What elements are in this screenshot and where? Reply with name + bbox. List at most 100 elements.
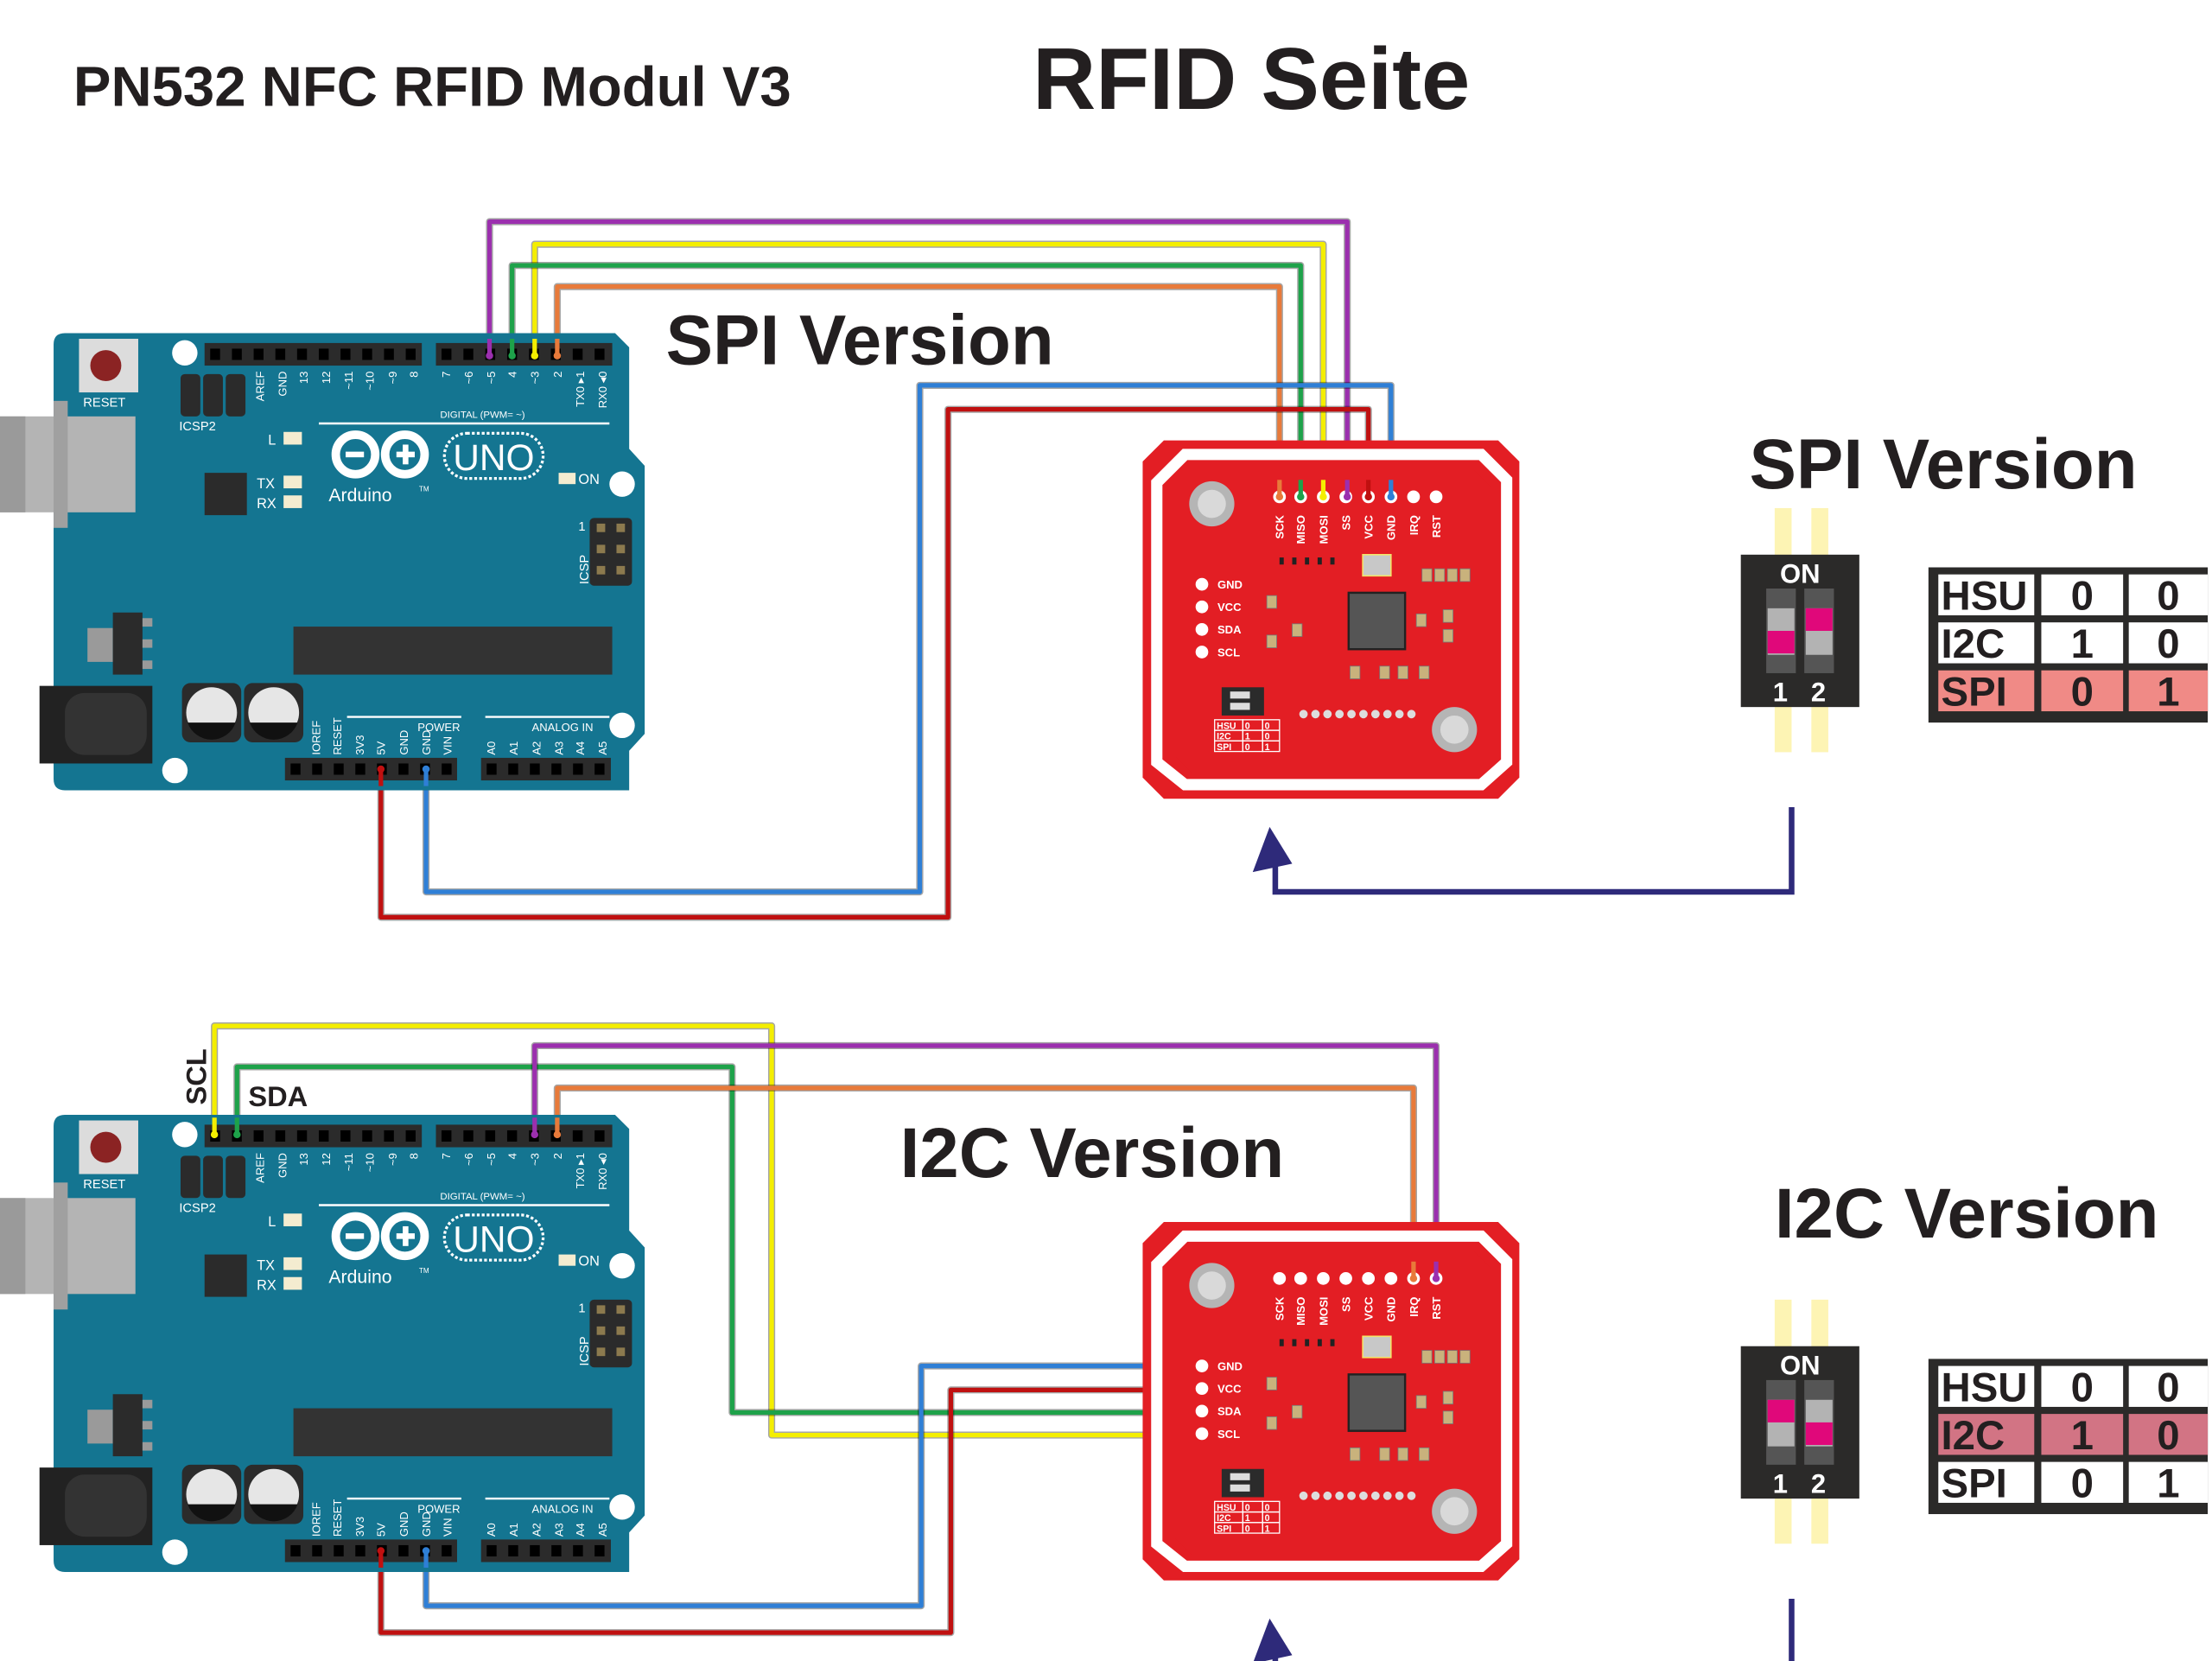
- power-pin-label: 3V3: [353, 1517, 366, 1537]
- header-pin: [463, 1130, 474, 1142]
- dip-switch-1[interactable]: [1766, 589, 1796, 673]
- digital-pin-label: ~9: [386, 1153, 399, 1166]
- arrow-line: [1272, 807, 1795, 895]
- arduino-board: [54, 333, 645, 791]
- header-pin: [384, 1130, 394, 1142]
- power-header: [284, 757, 457, 781]
- mini-table-cell: 1: [1245, 1513, 1250, 1524]
- wire-vcc-red: [378, 407, 1371, 920]
- table-cell: SPI: [1942, 1461, 2007, 1506]
- pn532-chip: [1347, 1373, 1407, 1432]
- header-pin: [334, 1544, 344, 1556]
- switch-number: 1: [1773, 678, 1788, 708]
- power-pin-label: VIN: [441, 1518, 454, 1537]
- tm-label: TM: [419, 485, 429, 493]
- top-pin-label: GND: [1385, 515, 1398, 540]
- digital-pin-label: ~5: [485, 1153, 498, 1166]
- uno-label: UNO: [453, 1219, 534, 1259]
- test-pad: [1370, 710, 1380, 719]
- digital-pin-label: 8: [407, 1153, 420, 1159]
- digital-header-right: [435, 342, 613, 366]
- header-pin: [232, 348, 242, 360]
- test-pad: [1359, 710, 1368, 719]
- wire-miso-green: [510, 263, 1303, 497]
- dip-switch-2[interactable]: [1804, 1379, 1834, 1465]
- smd-component: [1446, 1350, 1458, 1364]
- uno-badge: [442, 1213, 545, 1262]
- icsp-pin1-label: 1: [578, 520, 585, 534]
- test-pad: [1395, 710, 1404, 719]
- smd-component: [1350, 665, 1361, 679]
- smd-component: [1446, 568, 1458, 582]
- digital-pin-label: TX0 ▸1: [574, 1153, 587, 1188]
- digital-pin-label: TX0 ▸1: [574, 372, 587, 407]
- power-pin-label: 5V: [375, 1523, 388, 1537]
- dip-switch-2[interactable]: [1804, 589, 1834, 673]
- led-tx-label: TX: [257, 476, 275, 492]
- header-pin: [594, 1130, 605, 1142]
- usb-chip: [204, 1254, 247, 1297]
- test-pad: [1311, 1491, 1320, 1500]
- top-pin-label: GND: [1385, 1297, 1398, 1322]
- analog-pin-label: A2: [530, 741, 543, 755]
- analog-pin-label: A1: [507, 1523, 520, 1537]
- header-pin: [296, 1130, 308, 1142]
- wire-pin: [1343, 493, 1351, 501]
- header-pin: [340, 1130, 351, 1142]
- led-on-label: ON: [578, 1254, 599, 1270]
- table-cell: 0: [2071, 1365, 2094, 1410]
- side-pin-pad-scl: [1195, 646, 1209, 659]
- side-pin-pad-scl: [1195, 1427, 1209, 1441]
- test-pad: [1335, 710, 1344, 719]
- analog-pin-label: A5: [596, 741, 609, 755]
- smd-component: [1442, 609, 1454, 623]
- test-pad: [1299, 710, 1308, 719]
- usb-chip: [204, 473, 247, 516]
- mounting-hole: [609, 712, 635, 739]
- arduino-board: [54, 1114, 645, 1572]
- pn532-chip: [1347, 591, 1407, 651]
- header-pin: [551, 1544, 562, 1556]
- header-pin: [405, 348, 416, 360]
- header-pin: [405, 1130, 416, 1142]
- microcontroller-chip: [293, 1408, 613, 1457]
- wire-vcc-red-i2c: [378, 1387, 1203, 1635]
- header-pin: [355, 1544, 365, 1556]
- digital-pin-label: 7: [440, 372, 453, 378]
- power-label: POWER: [417, 1502, 460, 1515]
- digital-pin-label: ~6: [462, 372, 475, 385]
- wire-pin: [1432, 1275, 1440, 1282]
- header-pin: [508, 763, 518, 775]
- pin-pad-mosi: [1317, 1272, 1330, 1285]
- header-pin: [530, 1544, 540, 1556]
- header-pin: [551, 763, 562, 775]
- digital-label: DIGITAL (PWM= ~): [440, 410, 524, 420]
- wire-gnd-blue-i2c: [423, 1363, 1203, 1608]
- smd-component: [1397, 665, 1408, 679]
- analog-pin-label: A4: [574, 741, 587, 755]
- mini-table-cell: 0: [1265, 1513, 1270, 1524]
- header-pin: [442, 348, 452, 360]
- smd-component: [1379, 665, 1390, 679]
- header-pin: [573, 1544, 583, 1556]
- dip-switch-1[interactable]: [1766, 1379, 1796, 1465]
- digital-pin-label: AREF: [253, 372, 266, 402]
- switch-on-label: ON: [1780, 558, 1821, 589]
- reset-label: RESET: [83, 396, 125, 410]
- wire-scl-yellow: [212, 1023, 1203, 1438]
- side-pin-pad-vcc: [1195, 1382, 1209, 1396]
- digital-pin-label: 4: [506, 1153, 519, 1159]
- brand-label: Arduino: [328, 1267, 391, 1287]
- antenna-coil: [1151, 449, 1513, 791]
- test-pad: [1335, 1491, 1344, 1500]
- led-on: [558, 473, 576, 485]
- arduino-logo: [331, 430, 429, 479]
- mini-table-cell: 1: [1265, 1524, 1270, 1534]
- smd-component: [1415, 613, 1427, 627]
- digital-header-right: [435, 1124, 613, 1148]
